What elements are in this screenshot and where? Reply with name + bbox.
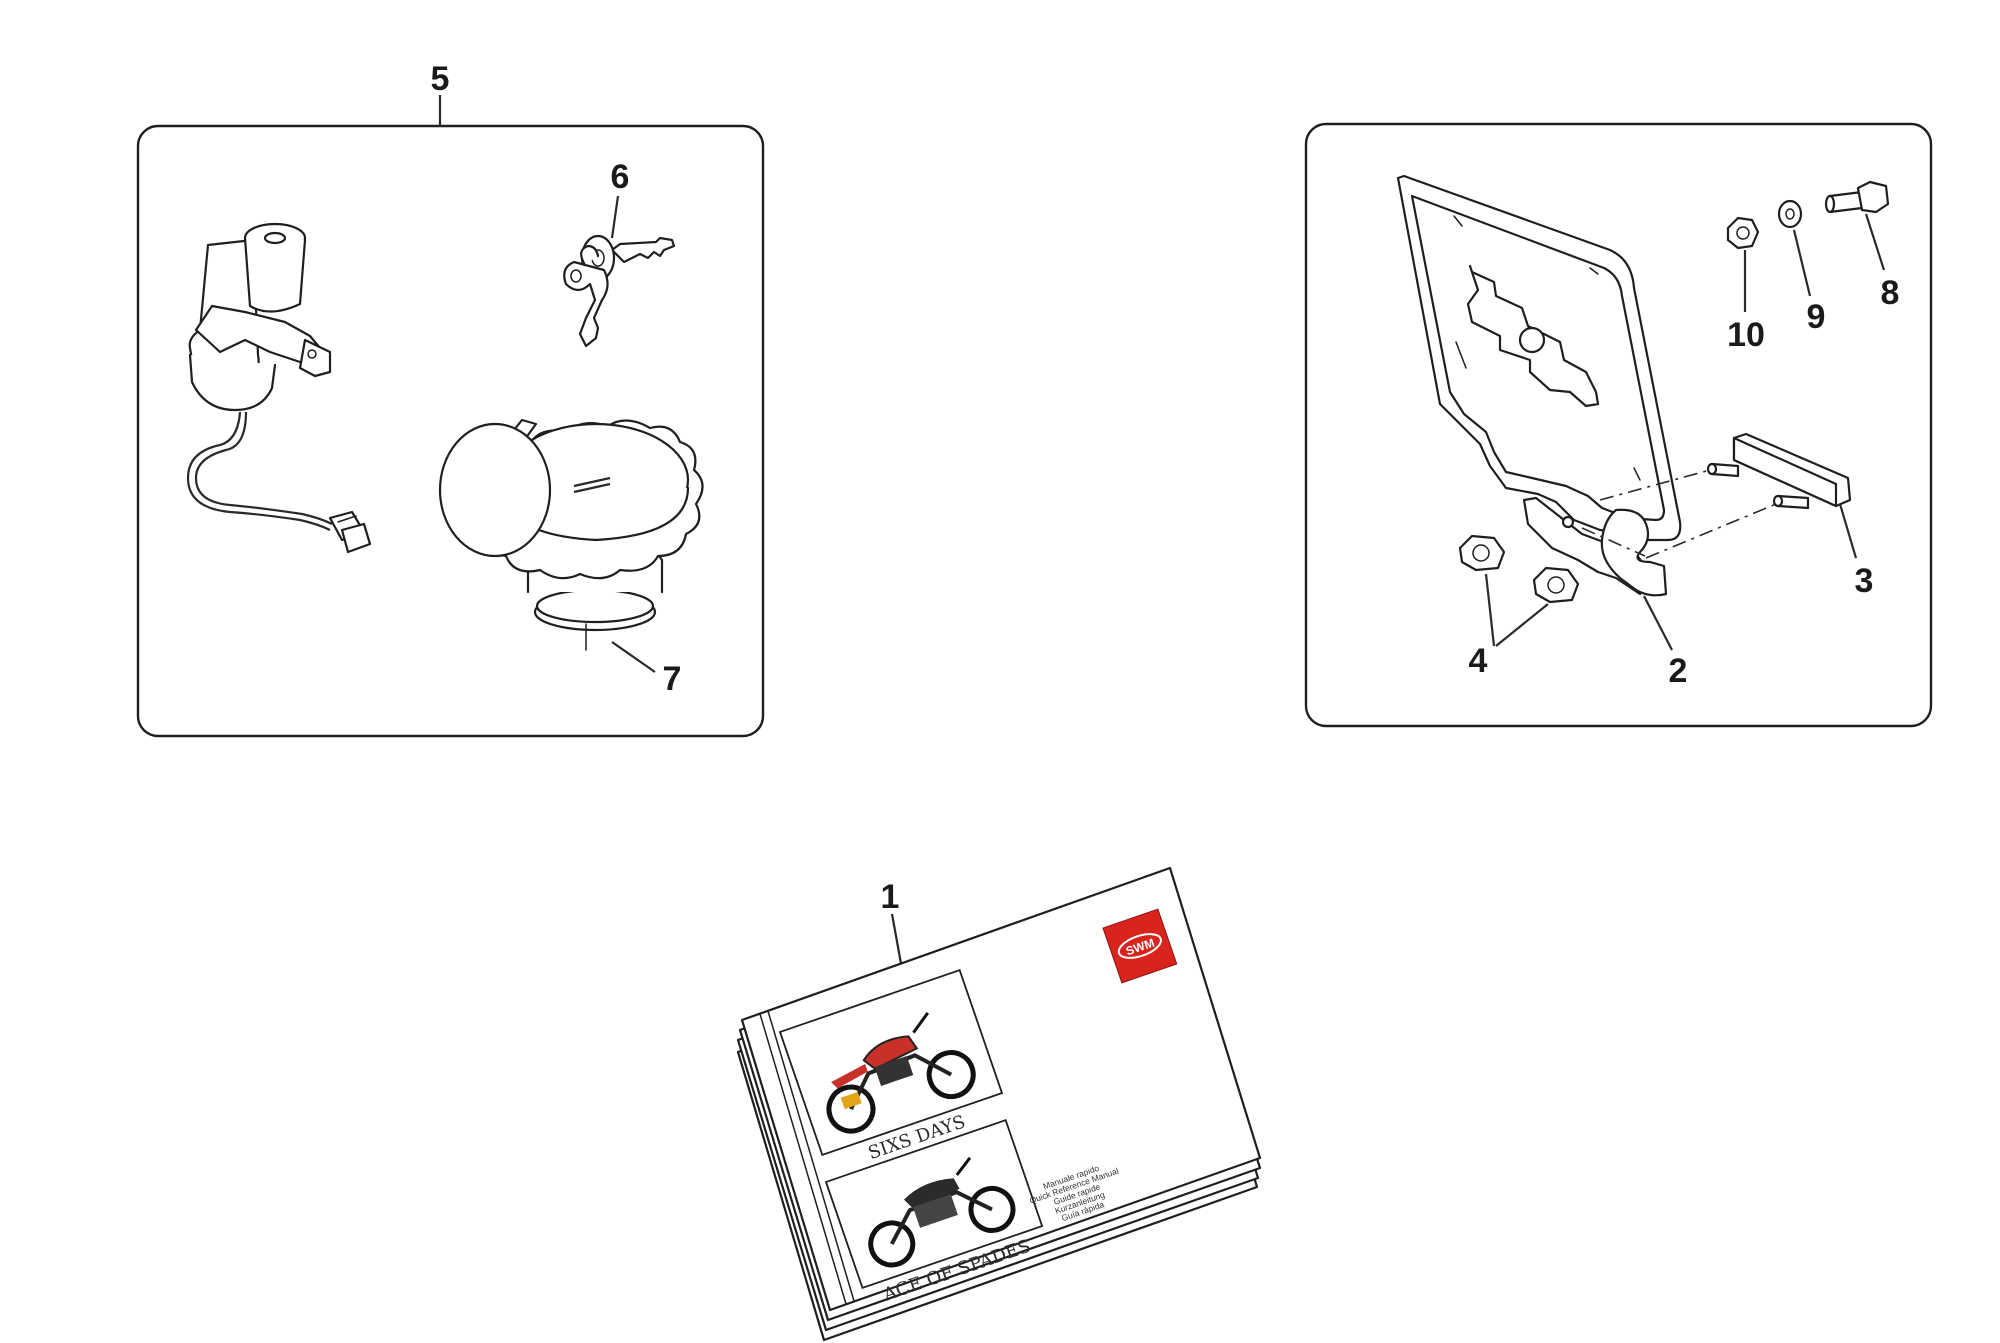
leader-line-2 — [1643, 595, 1673, 651]
leader-line-4b — [1495, 603, 1549, 647]
leader-line-7 — [611, 641, 656, 673]
hex-nut — [1726, 216, 1760, 250]
leader-line-8 — [1864, 213, 1886, 271]
callout-10: 10 — [1727, 316, 1765, 354]
callout-2: 2 — [1669, 652, 1688, 690]
assembly-axis-upper — [1599, 469, 1711, 501]
leader-line-9 — [1792, 229, 1812, 297]
flange-nuts — [1458, 534, 1580, 604]
screw — [1824, 180, 1890, 214]
callout-8: 8 — [1881, 274, 1900, 312]
swm-logo: SWM — [1102, 908, 1178, 984]
leader-line-4a — [1484, 573, 1496, 647]
assembly-axis-lower-b — [1581, 527, 1646, 557]
leader-line-3 — [1838, 503, 1858, 559]
callout-7: 7 — [663, 660, 682, 698]
callout-1: 1 — [881, 878, 900, 916]
stud-plate — [1706, 432, 1852, 510]
ignition-switch — [186, 222, 372, 554]
callout-3: 3 — [1855, 562, 1874, 600]
plate-bracket — [1396, 174, 1682, 597]
license-plate-holder-panel: 2 3 4 — [1304, 122, 1933, 728]
callout-9: 9 — [1807, 298, 1826, 336]
keys — [563, 234, 676, 348]
fuel-tank-cap — [438, 418, 704, 651]
leader-line-6 — [610, 195, 620, 239]
callout-4: 4 — [1469, 642, 1488, 680]
washer — [1777, 199, 1803, 229]
photo-sixs-days: SIXS DAYS — [778, 968, 1004, 1164]
ignition-lock-set-panel: 5 6 — [136, 60, 765, 738]
assembly-axis-lower — [1645, 503, 1777, 559]
callout-5: 5 — [431, 60, 450, 98]
callout-6: 6 — [611, 158, 630, 196]
quick-reference-manual: SWM SIXS DAYS ACE OF SPADES — [736, 866, 1262, 1342]
